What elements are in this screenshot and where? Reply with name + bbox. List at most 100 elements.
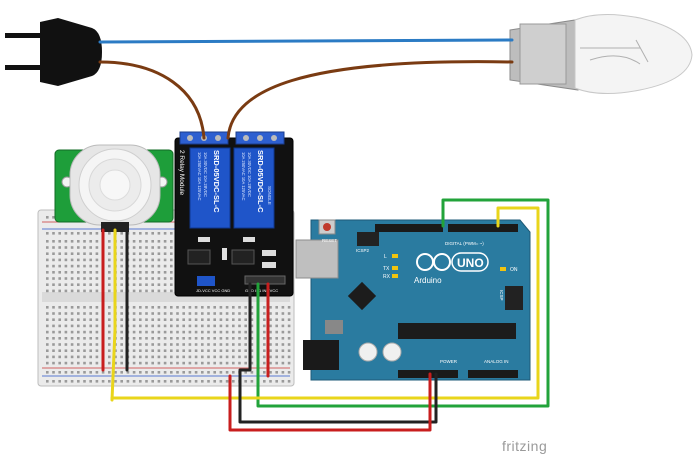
breadboard-hole bbox=[287, 330, 291, 334]
breadboard-hole bbox=[151, 306, 154, 309]
breadboard-hole bbox=[225, 324, 229, 328]
breadboard-hole bbox=[46, 324, 49, 328]
breadboard-hole bbox=[213, 324, 216, 328]
atmega-chip bbox=[398, 323, 516, 339]
breadboard-hole bbox=[269, 343, 272, 346]
breadboard-hole bbox=[120, 258, 123, 262]
breadboard-hole bbox=[139, 355, 142, 359]
breadboard-hole bbox=[213, 361, 216, 365]
breadboard-hole bbox=[89, 349, 92, 352]
breadboard-hole bbox=[52, 337, 55, 340]
breadboard-hole bbox=[244, 312, 247, 315]
breadboard-hole bbox=[219, 318, 223, 321]
breadboard-hole bbox=[120, 283, 123, 286]
breadboard-hole bbox=[83, 324, 86, 328]
breadboard-hole bbox=[163, 240, 167, 243]
breadboard-hole bbox=[275, 330, 278, 334]
breadboard-hole bbox=[83, 246, 86, 249]
breadboard-hole bbox=[281, 349, 285, 352]
breadboard-hole bbox=[163, 324, 167, 328]
breadboard-hole bbox=[201, 318, 204, 321]
breadboard-hole bbox=[219, 361, 223, 365]
breadboard-hole bbox=[132, 337, 136, 340]
breadboard-hole bbox=[64, 258, 68, 262]
breadboard-hole bbox=[58, 337, 61, 340]
breadboard-hole bbox=[64, 361, 68, 365]
breadboard-hole bbox=[287, 371, 291, 374]
breadboard-hole bbox=[139, 289, 142, 293]
relay-2-label-line-1: 10A 250VAC 10A 125VAC bbox=[241, 152, 246, 201]
breadboard-hole bbox=[201, 337, 204, 340]
breadboard-hole bbox=[281, 380, 285, 383]
breadboard-hole bbox=[182, 343, 185, 346]
breadboard-hole bbox=[244, 355, 247, 359]
breadboard-hole bbox=[170, 312, 173, 315]
breadboard-hole bbox=[263, 343, 266, 346]
breadboard-hole bbox=[176, 361, 179, 365]
breadboard-hole bbox=[275, 337, 278, 340]
breadboard-hole bbox=[157, 246, 161, 249]
breadboard-hole bbox=[213, 306, 216, 309]
breadboard-hole bbox=[244, 330, 247, 334]
breadboard-hole bbox=[89, 232, 92, 235]
breadboard-hole bbox=[281, 371, 285, 374]
breadboard-hole bbox=[89, 283, 92, 286]
breadboard-hole bbox=[250, 371, 254, 374]
dc-power-jack bbox=[303, 340, 339, 370]
breadboard-hole bbox=[213, 355, 216, 359]
relay-2 bbox=[233, 147, 275, 229]
breadboard-hole bbox=[95, 306, 99, 309]
breadboard-hole bbox=[58, 371, 61, 374]
breadboard-hole bbox=[70, 283, 74, 286]
breadboard-hole bbox=[232, 371, 235, 374]
breadboard-hole bbox=[108, 264, 111, 268]
breadboard-hole bbox=[219, 330, 223, 334]
breadboard-hole bbox=[89, 306, 92, 309]
breadboard-hole bbox=[170, 318, 173, 321]
breadboard-hole bbox=[58, 312, 61, 315]
breadboard-hole bbox=[244, 306, 247, 309]
breadboard-hole bbox=[188, 330, 192, 334]
breadboard-hole bbox=[139, 337, 142, 340]
breadboard-hole bbox=[139, 264, 142, 268]
breadboard-hole bbox=[70, 330, 74, 334]
rx-led-label: RX bbox=[383, 274, 391, 280]
breadboard-hole bbox=[52, 361, 55, 365]
breadboard-hole bbox=[89, 330, 92, 334]
breadboard-hole bbox=[151, 330, 154, 334]
breadboard-hole bbox=[139, 306, 142, 309]
breadboard-hole bbox=[182, 371, 185, 374]
breadboard-hole bbox=[188, 343, 192, 346]
breadboard-hole bbox=[58, 361, 61, 365]
breadboard-hole bbox=[95, 258, 99, 262]
breadboard-hole bbox=[250, 324, 254, 328]
breadboard-hole bbox=[188, 306, 192, 309]
breadboard-hole bbox=[201, 349, 204, 352]
breadboard-hole bbox=[238, 337, 241, 340]
breadboard-hole bbox=[77, 289, 80, 293]
breadboard-hole bbox=[139, 324, 142, 328]
breadboard-hole bbox=[145, 246, 148, 249]
breadboard-hole bbox=[58, 246, 61, 249]
breadboard-hole bbox=[70, 371, 74, 374]
breadboard-hole bbox=[70, 318, 74, 321]
breadboard-hole bbox=[58, 264, 61, 268]
breadboard-hole bbox=[139, 258, 142, 262]
breadboard-hole bbox=[70, 361, 74, 365]
breadboard-hole bbox=[108, 371, 111, 374]
breadboard-hole bbox=[132, 277, 136, 280]
breadboard-hole bbox=[139, 252, 142, 255]
breadboard-hole bbox=[269, 380, 272, 383]
breadboard-hole bbox=[163, 361, 167, 365]
breadboard-hole bbox=[170, 330, 173, 334]
breadboard-hole bbox=[46, 258, 49, 262]
breadboard-hole bbox=[77, 343, 80, 346]
breadboard-hole bbox=[64, 337, 68, 340]
breadboard-hole bbox=[52, 271, 55, 274]
breadboard-hole bbox=[70, 271, 74, 274]
breadboard-hole bbox=[213, 312, 216, 315]
breadboard-hole bbox=[120, 330, 123, 334]
breadboard-hole bbox=[213, 343, 216, 346]
breadboard-hole bbox=[77, 330, 80, 334]
breadboard-hole bbox=[219, 324, 223, 328]
